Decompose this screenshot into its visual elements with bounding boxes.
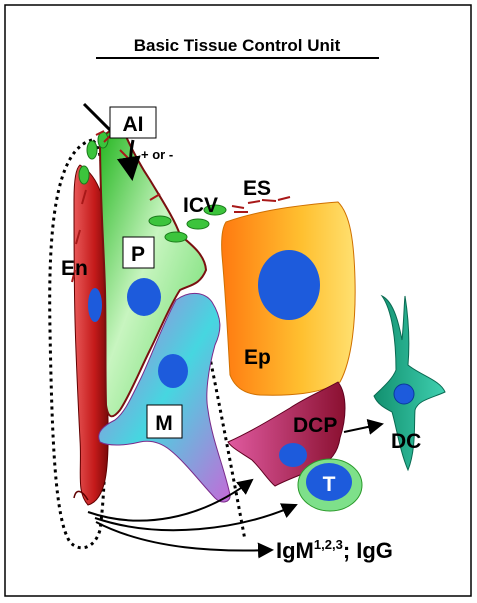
- macrophage-nucleus: [158, 354, 188, 388]
- pericyte-nucleus: [127, 278, 161, 316]
- diagram-title: Basic Tissue Control Unit: [134, 36, 341, 55]
- t-label: T: [323, 473, 336, 496]
- macrophage-cell: [98, 293, 231, 503]
- to-dcp-arrow: [87, 478, 254, 522]
- dcp-label: DCP: [293, 414, 337, 437]
- icv-label: ICV: [183, 194, 218, 217]
- m-label-box: [146, 404, 183, 439]
- immunoglobulin-label: IgM1,2,3; IgG: [276, 537, 393, 563]
- vesicle-group: [78, 131, 227, 243]
- ep-label: Ep: [244, 346, 271, 369]
- pericyte-cell: [98, 127, 208, 418]
- ai-arrow: [116, 139, 141, 181]
- plus-or-minus-label: + or -: [141, 147, 173, 162]
- dcp-to-dc-arrow: [343, 419, 384, 435]
- en-label: En: [61, 257, 88, 280]
- epithelial-nucleus: [258, 250, 320, 320]
- m-label: M: [155, 412, 173, 435]
- ai-tick: [82, 102, 114, 134]
- to-t-cell-arrow: [94, 503, 298, 532]
- t-cell-nucleus: [306, 463, 352, 501]
- dendritic-cell: [373, 294, 446, 472]
- es-label: ES: [243, 177, 271, 200]
- to-immunoglobulin-arrow: [95, 521, 274, 559]
- igg-text: ; IgG: [343, 538, 393, 563]
- p-label-box: [122, 236, 155, 269]
- igm-superscript: 1,2,3: [314, 537, 343, 552]
- dcp-nucleus: [279, 443, 307, 467]
- ai-label-box: [109, 106, 157, 139]
- igm-text: IgM: [276, 538, 314, 563]
- dcp-cell: [227, 381, 346, 487]
- dendritic-nucleus: [393, 383, 415, 405]
- ai-label: AI: [123, 113, 144, 136]
- endothelial-nucleus: [88, 288, 102, 322]
- dc-label: DC: [391, 430, 421, 453]
- p-label: P: [131, 243, 145, 266]
